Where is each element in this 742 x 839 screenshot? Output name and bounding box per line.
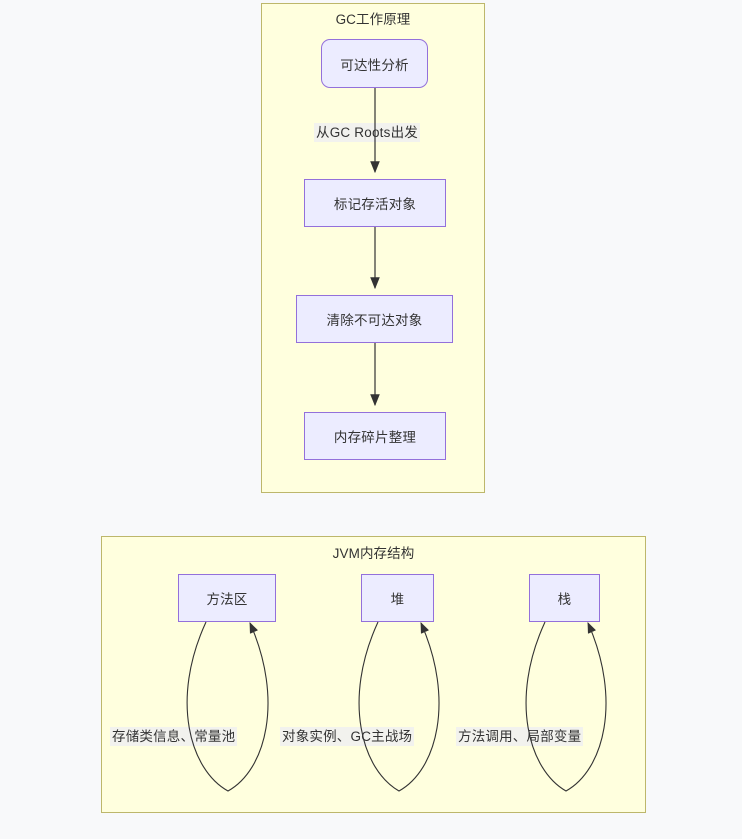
edge-label-from-gc-roots: 从GC Roots出发	[314, 123, 420, 142]
cluster-gc-principle-title: GC工作原理	[335, 12, 411, 27]
edge-label-stack-loop: 方法调用、局部变量	[456, 727, 584, 746]
edge-label-heap-loop: 对象实例、GC主战场	[280, 727, 415, 746]
node-mark-live-objects[interactable]: 标记存活对象	[304, 179, 446, 227]
node-reachability-analysis[interactable]: 可达性分析	[321, 39, 428, 88]
edge-label-method-area-loop: 存储类信息、常量池	[110, 727, 238, 746]
cluster-jvm-memory-structure-title: JVM内存结构	[332, 546, 415, 561]
node-stack[interactable]: 栈	[529, 574, 600, 622]
node-memory-defragmentation[interactable]: 内存碎片整理	[304, 412, 446, 460]
node-method-area[interactable]: 方法区	[178, 574, 276, 622]
node-heap[interactable]: 堆	[361, 574, 434, 622]
node-sweep-unreachable-objects[interactable]: 清除不可达对象	[296, 295, 453, 343]
